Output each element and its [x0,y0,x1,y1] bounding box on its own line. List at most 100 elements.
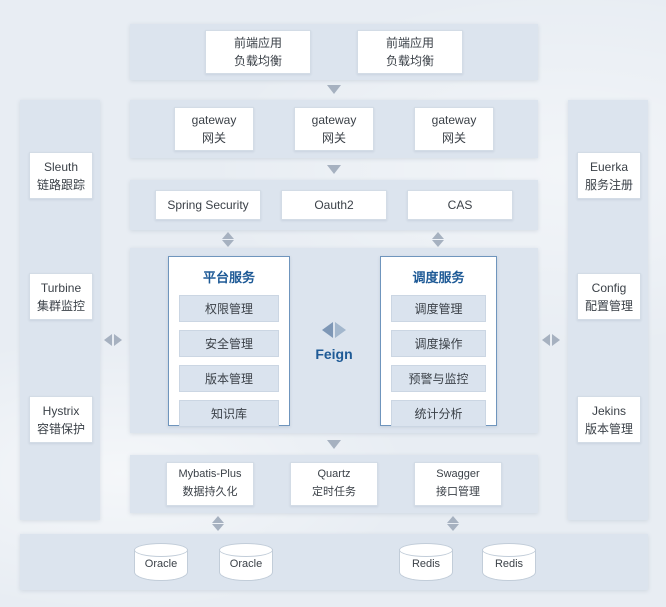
sleuth-label: Sleuth [43,159,79,174]
database-label: Oracle [144,558,178,570]
schedule-item: 调度操作 [391,330,486,357]
frontend-lb-box: 前端应用 负载均衡 [205,30,311,74]
down-arrow-icon [327,440,341,449]
hystrix-box: Hystrix 容错保护 [29,396,93,443]
left-sidebar-band: Sleuth 链路跟踪 Turbine 集群监控 Hystrix 容错保护 [20,100,100,520]
database-cylinder-oracle: Oracle [219,543,273,582]
cylinder-top [399,543,453,557]
hystrix-label: Hystrix [42,403,80,418]
gateway-label: gateway [431,113,477,127]
right-arrow-icon [335,322,346,338]
schedule-item: 统计分析 [391,400,486,427]
gateway-sublabel: 网关 [201,131,226,145]
frontend-band: 前端应用 负载均衡 前端应用 负载均衡 [130,24,538,80]
turbine-sublabel: 集群监控 [36,298,85,313]
sleuth-sublabel: 链路跟踪 [36,177,85,192]
config-box: Config 配置管理 [577,273,641,320]
gateway-label: gateway [191,113,237,127]
feign-arrows-icon [322,322,346,338]
platform-panel-title: 平台服务 [202,270,255,285]
cas-box: CAS [407,190,513,220]
frontend-lb-label: 前端应用 [385,36,434,50]
left-right-arrow-icon [104,334,122,346]
left-arrow-icon [322,322,333,338]
mybatis-plus-box: Mybatis-Plus 数据持久化 [166,462,254,506]
gateway-box: gateway 网关 [174,107,254,151]
spring-security-label: Spring Security [167,198,249,212]
left-arrow-icon [104,334,112,346]
up-arrow-icon [222,232,234,239]
eureka-label: Euerka [589,159,629,174]
feign-label: Feign [315,346,353,362]
cylinder-top [134,543,188,557]
schedule-panel-title: 调度服务 [412,270,465,285]
turbine-box: Turbine 集群监控 [29,273,93,320]
left-arrow-icon [542,334,550,346]
down-arrow-icon [327,85,341,94]
core-services-band: 平台服务 权限管理 安全管理 版本管理 知识库 Feign 调度服务 调度管理 … [130,248,538,433]
quartz-sublabel: 定时任务 [312,486,356,498]
gateway-box: gateway 网关 [294,107,374,151]
database-cylinder-oracle: Oracle [134,543,188,582]
left-right-arrow-icon [542,334,560,346]
database-label: Oracle [229,558,263,570]
feign-connector: Feign [288,322,380,362]
cas-label: CAS [447,198,473,212]
frontend-lb-sublabel: 负载均衡 [233,54,282,68]
swagger-sublabel: 接口管理 [436,486,480,498]
gateway-sublabel: 网关 [321,131,346,145]
quartz-label: Quartz [317,468,351,481]
sleuth-box: Sleuth 链路跟踪 [29,152,93,199]
database-label: Redis [411,558,441,570]
cylinder-top [482,543,536,557]
swagger-label: Swagger [436,468,480,481]
jenkins-box: Jekins 版本管理 [577,396,641,443]
gateway-box: gateway 网关 [414,107,494,151]
right-sidebar-band: Euerka 服务注册 Config 配置管理 Jekins 版本管理 [568,100,648,520]
oauth2-box: Oauth2 [281,190,387,220]
up-arrow-icon [447,516,459,523]
down-arrow-icon [222,240,234,247]
frontend-lb-sublabel: 负载均衡 [385,54,434,68]
right-arrow-icon [552,334,560,346]
down-arrow-icon [447,524,459,531]
platform-item: 版本管理 [179,365,279,392]
auth-band: Spring Security Oauth2 CAS [130,180,538,230]
up-arrow-icon [212,516,224,523]
gateway-label: gateway [311,113,357,127]
gateway-band: gateway 网关 gateway 网关 gateway 网关 [130,100,538,158]
database-cylinder-redis: Redis [482,543,536,582]
config-sublabel: 配置管理 [584,298,633,313]
down-arrow-icon [432,240,444,247]
config-label: Config [591,280,627,295]
eureka-sublabel: 服务注册 [584,177,633,192]
turbine-label: Turbine [40,280,82,295]
platform-services-panel: 平台服务 权限管理 安全管理 版本管理 知识库 [168,256,290,427]
schedule-item: 调度管理 [391,295,486,322]
platform-item: 安全管理 [179,330,279,357]
frontend-lb-box: 前端应用 负载均衡 [357,30,463,74]
mybatis-plus-label: Mybatis-Plus [178,468,242,481]
up-down-arrow-icon [222,232,234,247]
cylinder-top [219,543,273,557]
schedule-item: 预警与监控 [391,365,486,392]
mybatis-plus-sublabel: 数据持久化 [182,486,238,498]
up-arrow-icon [432,232,444,239]
up-down-arrow-icon [432,232,444,247]
platform-item: 知识库 [179,400,279,427]
database-label: Redis [494,558,524,570]
down-arrow-icon [212,524,224,531]
frontend-lb-label: 前端应用 [233,36,282,50]
up-down-arrow-icon [447,516,459,531]
swagger-box: Swagger 接口管理 [414,462,502,506]
jenkins-sublabel: 版本管理 [584,421,633,436]
eureka-box: Euerka 服务注册 [577,152,641,199]
spring-security-box: Spring Security [155,190,261,220]
oauth2-label: Oauth2 [314,198,354,212]
database-cylinder-redis: Redis [399,543,453,582]
hystrix-sublabel: 容错保护 [36,421,85,436]
up-down-arrow-icon [212,516,224,531]
right-arrow-icon [114,334,122,346]
down-arrow-icon [327,165,341,174]
